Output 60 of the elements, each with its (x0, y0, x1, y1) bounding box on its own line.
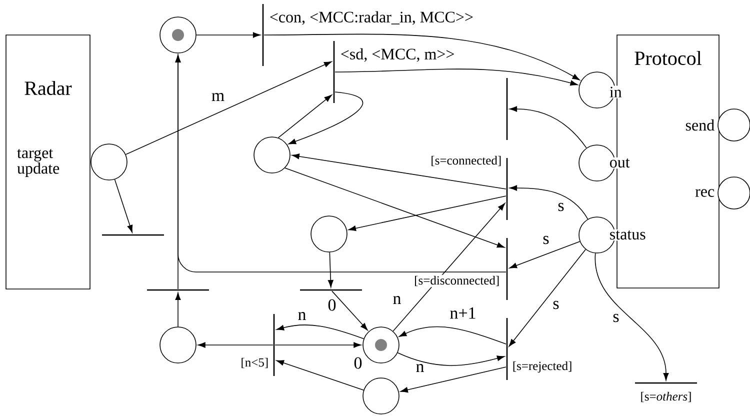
arrow (276, 360, 364, 390)
place-circle (160, 16, 196, 54)
arrow (332, 290, 368, 330)
place-circle (254, 136, 290, 174)
arrow (274, 342, 362, 348)
arrow (198, 342, 274, 348)
module-box: Radar target update (6, 34, 90, 290)
edge-label: s (612, 312, 620, 324)
arrow (398, 326, 506, 344)
arrow (114, 179, 133, 233)
port-label: out (608, 157, 631, 169)
arrow (509, 241, 580, 268)
edge-label: m (210, 92, 226, 102)
arrow (400, 366, 506, 393)
edge-label: s (556, 202, 566, 212)
edge-label: n (414, 363, 426, 373)
place-circle (90, 144, 128, 180)
transition-label: [n<5] (240, 356, 270, 370)
place-circle (160, 326, 196, 364)
place-circle (310, 216, 348, 252)
transition-label: <con, <MCC:radar_in, MCC>> (268, 10, 474, 26)
arrow (276, 324, 364, 340)
arrow (175, 292, 181, 327)
arrow (288, 92, 364, 144)
transition-label: [s=rejected] (511, 360, 574, 374)
edge-label: n (392, 295, 402, 305)
transition-label: [s=disconnected] (413, 274, 501, 288)
arrow (595, 252, 669, 380)
place-circle (362, 378, 400, 414)
transition-label: [s=others] (639, 390, 693, 404)
arrow (284, 168, 505, 248)
arrow (392, 203, 506, 332)
arrow (175, 54, 506, 272)
arrow (348, 196, 506, 232)
arrow (125, 61, 332, 155)
edge-label: s (552, 300, 560, 310)
transition-label: <sd, <MCC, m>> (339, 47, 456, 63)
port-label: status (608, 229, 647, 241)
arrow (196, 32, 260, 38)
port-label: rec (694, 188, 716, 198)
place-circle (362, 326, 400, 364)
edge-label: 0 (326, 298, 338, 312)
edge-label: 0 (352, 356, 364, 370)
edge-label: s (542, 234, 550, 246)
place-circle (718, 176, 750, 210)
port-label: in (608, 86, 623, 98)
arrow (508, 249, 586, 347)
arrow (278, 94, 332, 138)
place-circle (718, 108, 750, 142)
arrow (264, 34, 580, 80)
port-label: send (684, 118, 716, 132)
arrow (328, 252, 334, 288)
arrow (397, 352, 505, 366)
edge-label: n (296, 311, 308, 321)
edge-label: n+1 (448, 306, 478, 320)
arrow (334, 68, 578, 86)
arrow (510, 185, 588, 220)
transition-label: [s=connected] (430, 154, 503, 168)
arrow (510, 106, 587, 148)
arrow (292, 154, 506, 190)
